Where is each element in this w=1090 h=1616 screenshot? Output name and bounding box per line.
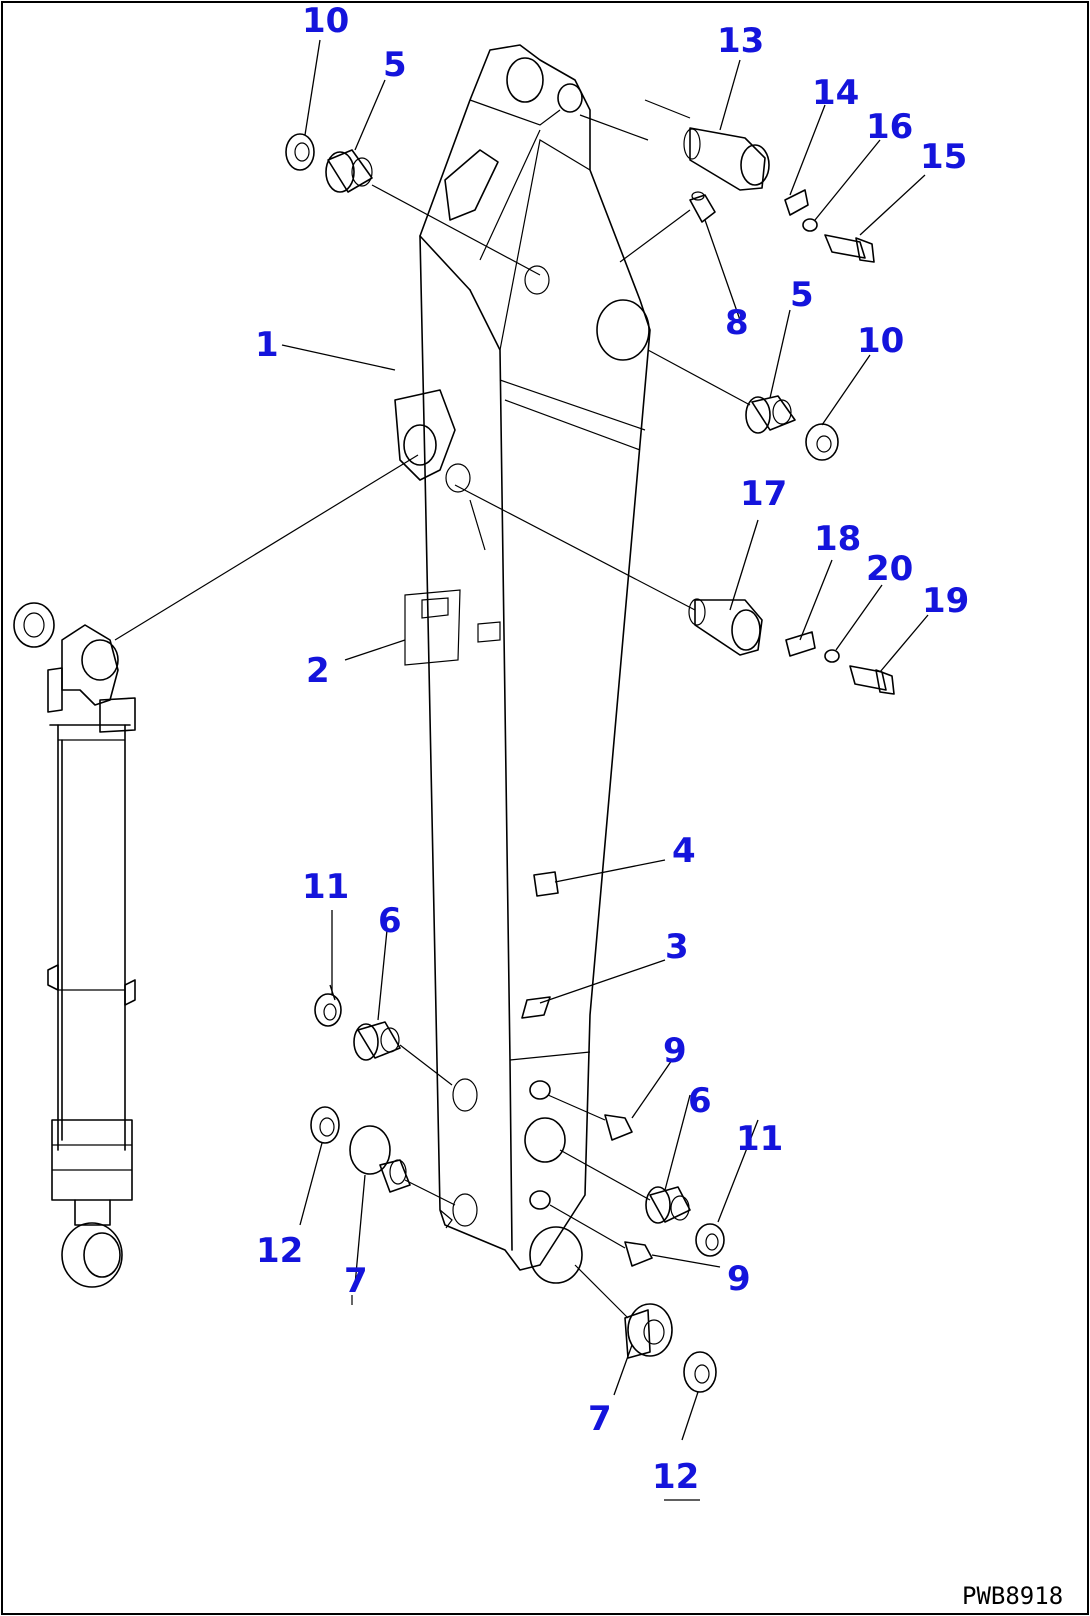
callout-7-left: 7 <box>344 1261 368 1301</box>
callout-2: 2 <box>306 651 330 691</box>
hydraulic-cylinder <box>13 602 136 1288</box>
callout-3: 3 <box>665 927 689 967</box>
callout-5-right: 5 <box>790 275 814 315</box>
drawing-code: PWB8918 <box>962 1582 1063 1610</box>
callout-14: 14 <box>812 73 859 113</box>
callout-18: 18 <box>814 519 861 559</box>
callouts: 10 5 13 14 16 15 8 5 10 1 17 18 20 19 2 … <box>255 1 969 1497</box>
loose-parts <box>285 127 895 1393</box>
leader-lines <box>281 39 929 1501</box>
callout-11-right: 11 <box>736 1119 783 1159</box>
callout-7-right: 7 <box>588 1399 612 1439</box>
callout-6-right: 6 <box>688 1081 712 1121</box>
callout-5-top: 5 <box>383 45 407 85</box>
callout-4: 4 <box>672 831 696 871</box>
callout-15: 15 <box>920 137 967 177</box>
callout-9-top: 9 <box>663 1031 687 1071</box>
callout-19: 19 <box>922 581 969 621</box>
arm-body <box>394 44 651 1284</box>
callout-8: 8 <box>725 303 749 343</box>
callout-20: 20 <box>866 549 913 589</box>
callout-10-right: 10 <box>857 321 904 361</box>
callout-1: 1 <box>255 325 279 365</box>
assembly-lines <box>114 99 751 1319</box>
callout-16: 16 <box>866 107 913 147</box>
callout-17: 17 <box>740 474 787 514</box>
callout-9-bottom: 9 <box>727 1259 751 1299</box>
callout-12-left: 12 <box>256 1231 303 1271</box>
callout-10-top: 10 <box>302 1 349 41</box>
callout-6-left: 6 <box>378 901 402 941</box>
callout-11-left: 11 <box>302 867 349 907</box>
callout-13: 13 <box>717 21 764 61</box>
callout-12-right: 12 <box>652 1457 699 1497</box>
